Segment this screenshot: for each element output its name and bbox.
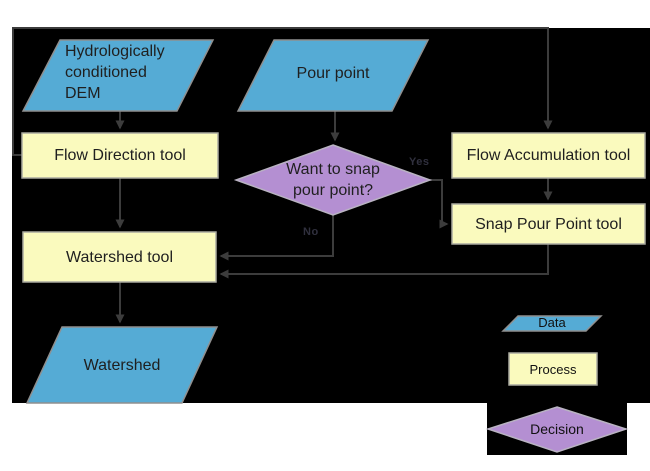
snap-decision-diamond xyxy=(233,144,433,216)
watershed-tool-box xyxy=(22,231,217,283)
watershed-label: Watershed xyxy=(83,356,161,374)
no-edge-label: No xyxy=(303,226,319,238)
dem-label: Hydrologically conditioned DEM xyxy=(65,43,165,102)
snap-decision-label: Want to snap pour point? xyxy=(286,161,380,199)
legend-data-parallelogram xyxy=(501,315,603,332)
edge-snap-to-watershedtool xyxy=(219,244,549,279)
snap-pour-point-box xyxy=(451,203,646,245)
flow-direction-label: Flow Direction tool xyxy=(54,147,186,164)
legend-decision-label: Decision xyxy=(530,421,584,437)
edge-flowdirection-to-flowaccumulation xyxy=(12,27,553,156)
watershed-parallelogram xyxy=(25,326,219,404)
legend-data-label: Data xyxy=(538,315,566,330)
flow-accumulation-label: Flow Accumulation tool xyxy=(466,147,631,164)
flow-accumulation-box xyxy=(451,132,646,179)
legend-decision-diamond xyxy=(485,406,629,453)
edge-decision-no-to-watershedtool xyxy=(219,215,334,261)
snap-pour-point-label: Snap Pour Point tool xyxy=(475,215,622,233)
pour-point-label: Pour point xyxy=(296,64,370,82)
legend-process-label: Process xyxy=(529,361,577,377)
pour-point-parallelogram xyxy=(236,39,430,112)
watershed-tool-label: Watershed tool xyxy=(65,248,173,266)
flow-direction-box xyxy=(21,132,219,179)
yes-edge-label: Yes xyxy=(409,156,430,168)
edge-decision-yes-to-snap xyxy=(430,179,449,229)
dem-parallelogram xyxy=(21,39,215,112)
legend-process-box xyxy=(508,352,598,386)
